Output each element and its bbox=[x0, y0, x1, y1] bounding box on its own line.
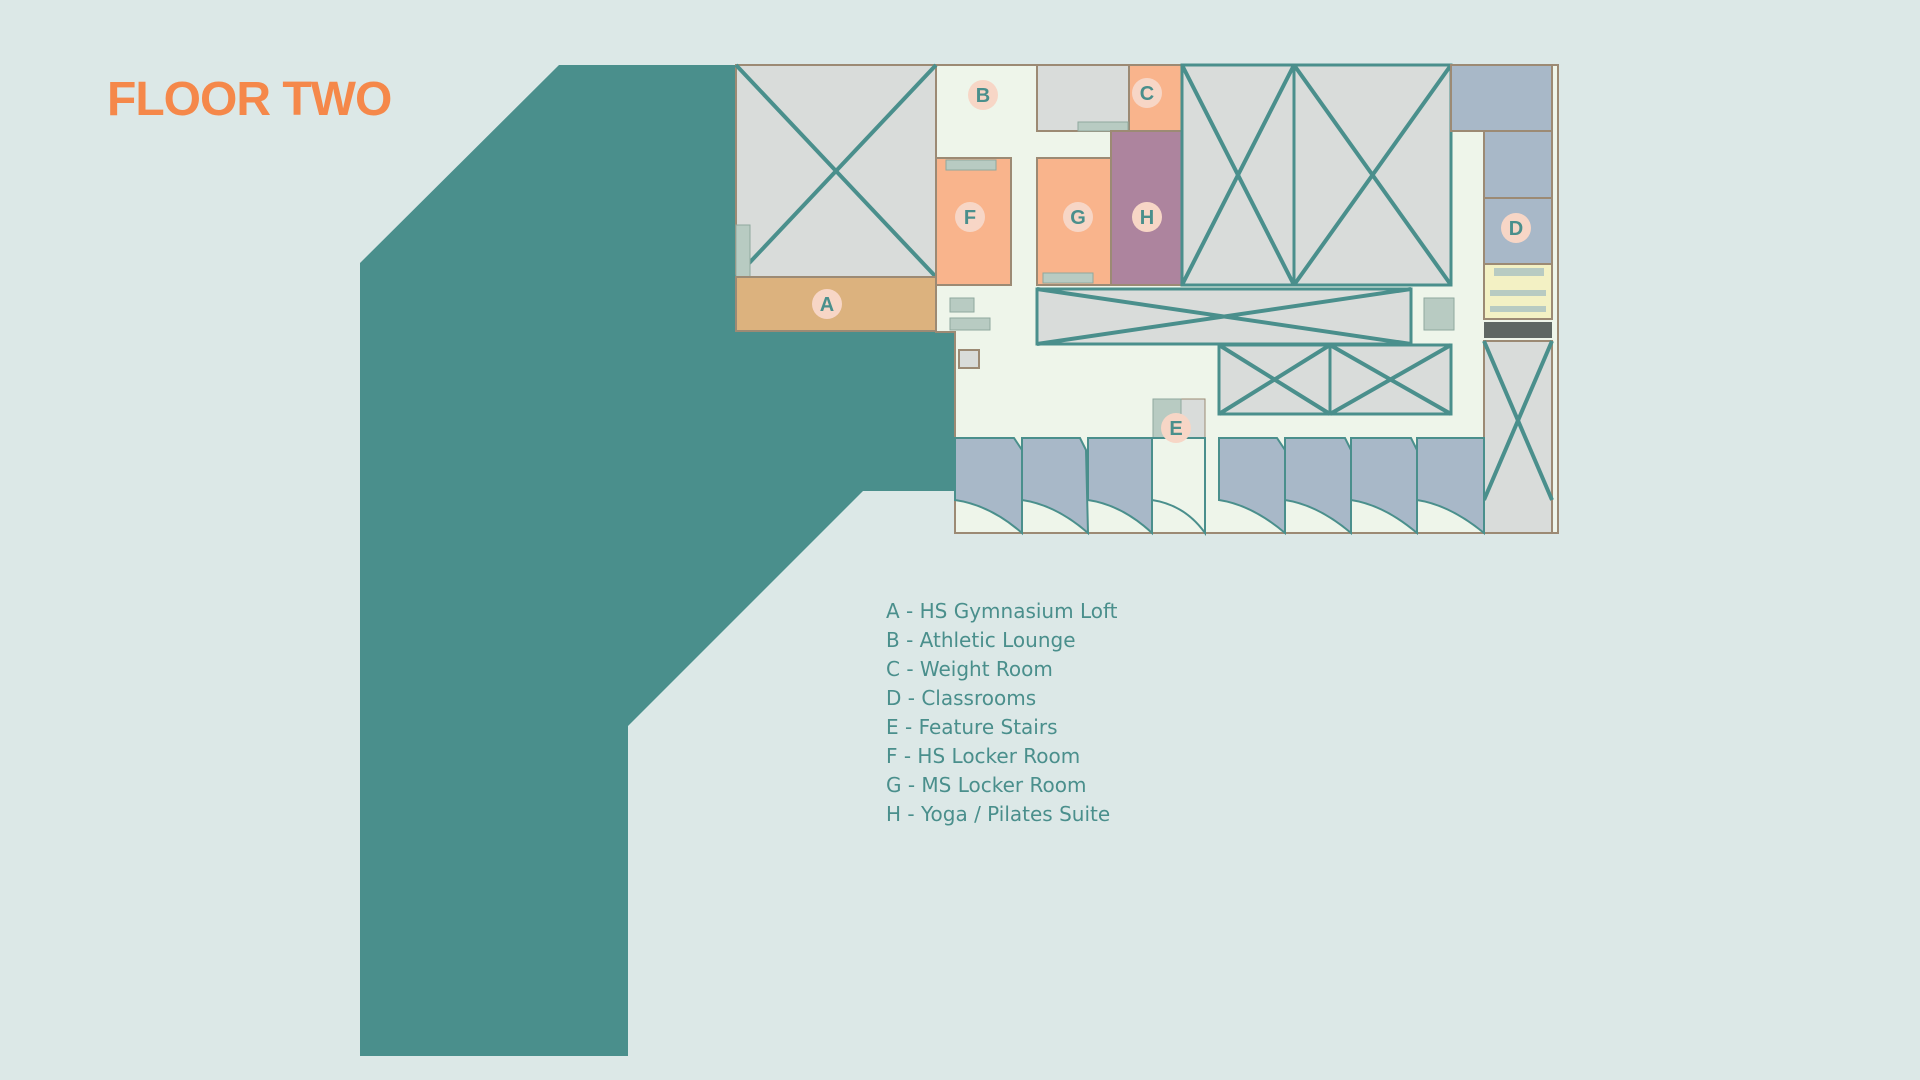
svg-text:F: F bbox=[964, 207, 976, 229]
legend-item-d: D - Classrooms bbox=[886, 686, 1037, 710]
legend-item-e: E - Feature Stairs bbox=[886, 715, 1058, 739]
svg-text:E: E bbox=[1169, 418, 1182, 440]
svg-text:G: G bbox=[1070, 207, 1086, 229]
open-to-below-corridor bbox=[1035, 287, 1413, 346]
map-label-b: B bbox=[968, 80, 998, 110]
svg-text:D: D bbox=[1509, 218, 1523, 240]
open-to-below-court-1 bbox=[1180, 63, 1296, 287]
open-to-below-atrium-2 bbox=[1328, 343, 1453, 416]
legend-item-h: H - Yoga / Pilates Suite bbox=[886, 802, 1111, 826]
map-label-g: G bbox=[1063, 202, 1093, 232]
svg-text:C: C bbox=[1140, 83, 1154, 105]
page-title: FLOOR TWO bbox=[107, 73, 392, 126]
legend-item-c: C - Weight Room bbox=[886, 657, 1053, 681]
elevator bbox=[958, 349, 980, 369]
room-c-storage bbox=[1036, 64, 1130, 132]
map-label-h: H bbox=[1132, 202, 1162, 232]
open-to-below-east bbox=[1482, 340, 1554, 534]
open-to-below-gym bbox=[734, 63, 938, 279]
legend-item-a: A - HS Gymnasium Loft bbox=[886, 599, 1118, 623]
classroom-row-south bbox=[954, 437, 1485, 537]
svg-text:H: H bbox=[1140, 207, 1154, 229]
legend-item-g: G - MS Locker Room bbox=[886, 773, 1087, 797]
map-label-d: D bbox=[1501, 213, 1531, 243]
map-label-e: E bbox=[1161, 413, 1191, 443]
open-to-below-court-2 bbox=[1292, 63, 1453, 287]
map-label-c: C bbox=[1132, 78, 1162, 108]
building-wing-block bbox=[360, 65, 955, 1056]
map-label-a: A bbox=[812, 289, 842, 319]
room-legend: A - HS Gymnasium Loft B - Athletic Loung… bbox=[886, 597, 1118, 829]
stair-west bbox=[949, 297, 975, 313]
legend-item-b: B - Athletic Lounge bbox=[886, 628, 1076, 652]
restrooms bbox=[1483, 263, 1553, 338]
open-to-below-atrium-1 bbox=[1217, 343, 1332, 416]
svg-text:B: B bbox=[976, 85, 990, 107]
map-label-f: F bbox=[955, 202, 985, 232]
legend-item-f: F - HS Locker Room bbox=[886, 744, 1081, 768]
svg-text:A: A bbox=[820, 294, 834, 316]
stair-east bbox=[1423, 297, 1455, 331]
room-d-classrooms bbox=[1450, 64, 1553, 265]
